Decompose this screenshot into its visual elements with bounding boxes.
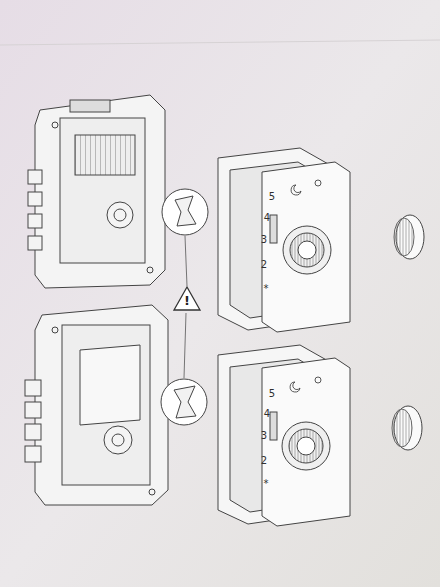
dial-number: 5: [269, 389, 275, 399]
dial-number: 5: [269, 192, 275, 202]
dial-number: 4: [264, 213, 270, 223]
dial-number: 3: [261, 235, 267, 245]
warning-triangle: [174, 287, 200, 310]
thermostat-insert: [28, 95, 165, 288]
thermostat-insert: [25, 305, 168, 505]
frost-symbol: *: [264, 284, 269, 294]
cover-frame: [218, 345, 350, 526]
control-knob: [394, 218, 414, 256]
warning-mark: !: [184, 294, 190, 307]
dial-number: 2: [261, 260, 267, 270]
adapter-detail: [161, 189, 208, 425]
frost-symbol: *: [264, 479, 269, 489]
mode-symbol: [290, 180, 321, 392]
dial-number: 2: [261, 456, 267, 466]
cover-frame: [218, 148, 350, 332]
page-fold: [0, 40, 440, 45]
dial-number: 3: [261, 431, 267, 441]
dial-number: 4: [264, 409, 270, 419]
control-knob: [392, 409, 412, 447]
